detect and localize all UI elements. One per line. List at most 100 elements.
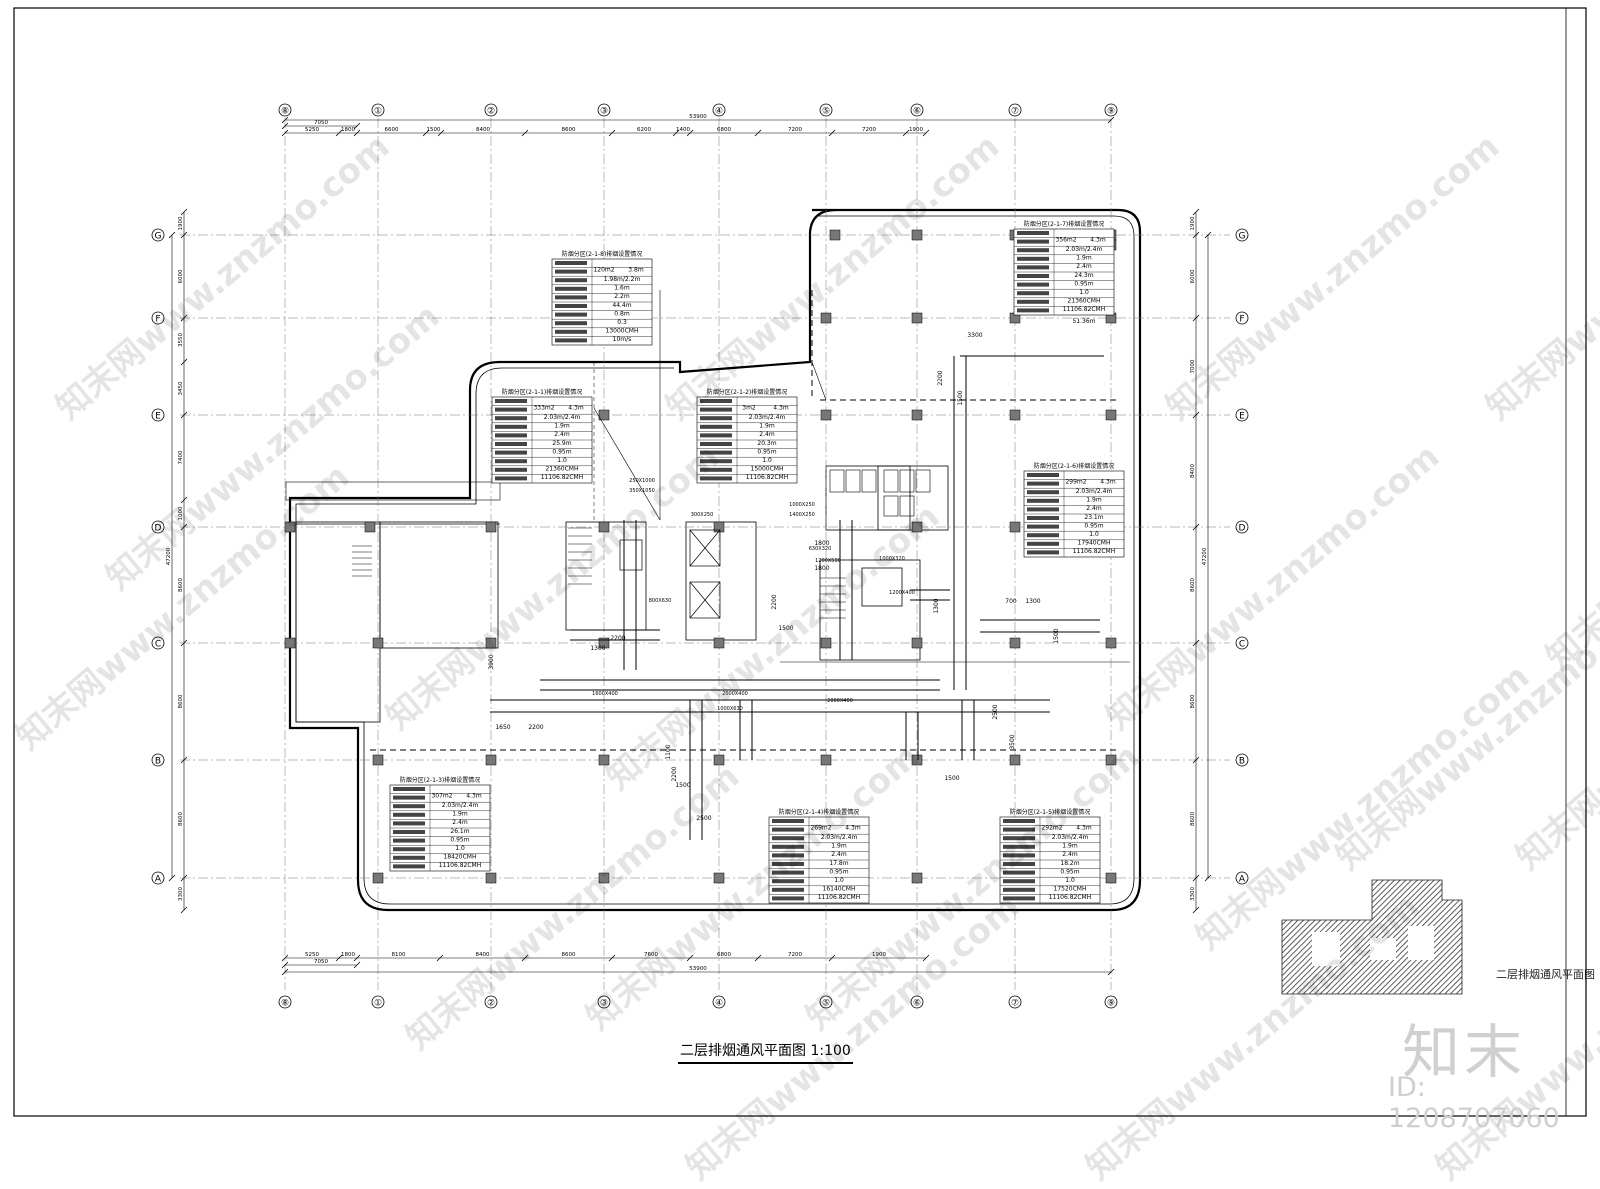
top-overall-dim-tick bbox=[353, 122, 361, 130]
right-dim-value: 8600 bbox=[1190, 578, 1196, 592]
grid-row-label: F bbox=[1239, 315, 1244, 325]
interior-dim-value: 2500 bbox=[992, 704, 999, 719]
zone-table-label-bar bbox=[393, 804, 425, 809]
grid-col-label: ⑦ bbox=[1011, 107, 1019, 117]
zone-table-area: 333m2 bbox=[533, 404, 554, 411]
grid-bubble-col bbox=[278, 103, 292, 117]
grid-col-label: ② bbox=[487, 999, 495, 1009]
zone-table-value: 0.95m bbox=[1060, 868, 1079, 875]
bottom-dim-tick bbox=[608, 954, 616, 962]
structural-column bbox=[713, 521, 725, 533]
grid-bubble-col bbox=[910, 995, 924, 1009]
grid-col-label: ⑦ bbox=[1011, 999, 1019, 1009]
drawing-title: 二层排烟通风平面图 1:100 bbox=[678, 1040, 853, 1064]
zone-table-area: 120m2 bbox=[593, 266, 614, 273]
grid-bubble-col bbox=[597, 103, 611, 117]
interior-dim-value: 1500 bbox=[778, 625, 793, 632]
right-dim-tick bbox=[1192, 906, 1200, 914]
zone-table-value: 11106.82CMH bbox=[439, 862, 482, 869]
left-dim-value: 8600 bbox=[178, 578, 184, 592]
zone-table-value: 1.0 bbox=[1065, 877, 1075, 884]
zone-table-value: 0.95m bbox=[1084, 522, 1103, 529]
zone-table-label-bar bbox=[700, 467, 732, 472]
top-dim-value: 1800 bbox=[341, 127, 355, 133]
duct-size-label: 800X630 bbox=[649, 598, 672, 604]
grid-row-label: E bbox=[1239, 412, 1245, 422]
grid-row-label: G bbox=[1239, 232, 1246, 242]
zone-table-label-bar bbox=[700, 476, 732, 481]
zone-table-label-bar bbox=[1027, 481, 1059, 486]
zone-table-label-bar bbox=[1003, 836, 1035, 841]
zone-table-value: 2.03m/2.4m bbox=[442, 802, 479, 809]
zone-table-title: 防烟分区(2-1-3)排烟设置情况 bbox=[400, 776, 480, 784]
zone-table-value: 26.1m bbox=[450, 828, 469, 835]
grid-bubble-col bbox=[910, 103, 924, 117]
top-dim-tick bbox=[422, 129, 430, 137]
grid-bubble-row bbox=[1235, 636, 1249, 650]
zone-table-value: 2.4m bbox=[452, 819, 468, 826]
grid-bubble-col bbox=[712, 995, 726, 1009]
zone-table-value: 44.4m bbox=[612, 302, 631, 309]
zone-table-label-bar bbox=[495, 442, 527, 446]
zone-table-value: 2.03m/2.4m bbox=[821, 834, 858, 841]
bottom-dim-value: 8600 bbox=[562, 952, 576, 958]
zone-table-label-bar bbox=[1027, 524, 1059, 529]
zone-table-label-bar bbox=[1017, 265, 1049, 270]
grid-bubble-row bbox=[151, 753, 165, 767]
zone-table-label-bar bbox=[555, 269, 587, 274]
zone-table-value: 1.0 bbox=[834, 877, 844, 884]
interior-dim-value: 3300 bbox=[967, 332, 982, 339]
left-dim-value: 6000 bbox=[178, 269, 184, 283]
zone-table-area: 3m2 bbox=[742, 404, 756, 411]
zone-table-label-bar bbox=[1017, 256, 1049, 261]
duct-size-label: 350X1050 bbox=[629, 488, 655, 494]
zone-table-value: 0.95m bbox=[552, 448, 571, 455]
grid-bubble-col bbox=[484, 103, 498, 117]
grid-bubble-col bbox=[371, 103, 385, 117]
right-total-dim-tick bbox=[1204, 231, 1212, 239]
zone-table-label-bar bbox=[1003, 879, 1035, 884]
zone-table-label-bar bbox=[772, 870, 804, 875]
left-dim-value: 3300 bbox=[178, 887, 184, 901]
zone-table-label-bar bbox=[495, 433, 527, 438]
bottom-dim-tick bbox=[335, 954, 343, 962]
grid-col-label: ① bbox=[374, 999, 382, 1009]
top-dim-tick bbox=[828, 129, 836, 137]
left-dim-value: 1900 bbox=[178, 216, 184, 230]
top-total-dim-tick bbox=[281, 116, 289, 124]
interior-dim-value: 1500 bbox=[1053, 628, 1060, 643]
zone-table-label-bar bbox=[555, 338, 587, 343]
grid-bubble-col bbox=[819, 995, 833, 1009]
top-dim-value: 5250 bbox=[305, 127, 319, 133]
duct-size-label: 2000X400 bbox=[722, 691, 748, 697]
zone-table-label-bar bbox=[555, 278, 587, 283]
zone-table-value: 0.8m bbox=[614, 310, 630, 317]
zone-table-label-bar bbox=[700, 416, 732, 421]
zone-table-height: 4.3m bbox=[1100, 478, 1116, 485]
grid-row-label: D bbox=[155, 524, 162, 534]
grid-row-label: D bbox=[1239, 524, 1246, 534]
interior-dim-value: 1300 bbox=[590, 645, 605, 652]
structural-column bbox=[598, 637, 610, 649]
bottom-dim-tick bbox=[922, 954, 930, 962]
duct-size-label: 1000X250 bbox=[789, 502, 815, 508]
zone-table-value: 1.0 bbox=[455, 845, 465, 852]
left-dim-tick bbox=[180, 314, 188, 322]
zone-table-label-bar bbox=[772, 836, 804, 841]
bottom-dim-value: 1800 bbox=[341, 952, 355, 958]
zone-table-label-bar bbox=[393, 838, 425, 843]
duct-size-label: 300X250 bbox=[691, 512, 714, 518]
bottom-dim-value: 7600 bbox=[644, 952, 658, 958]
zone-table-value: 11106.82CMH bbox=[746, 474, 789, 481]
structural-column bbox=[911, 637, 923, 649]
zone-table-value: 11106.82CMH bbox=[1049, 894, 1092, 901]
grid-bubble-row bbox=[151, 636, 165, 650]
grid-row-label: G bbox=[155, 232, 162, 242]
zone-table-label-bar bbox=[772, 879, 804, 884]
structural-column bbox=[829, 229, 841, 241]
bottom-dim-tick bbox=[521, 954, 529, 962]
structural-column bbox=[485, 754, 497, 766]
structural-column bbox=[372, 637, 384, 649]
